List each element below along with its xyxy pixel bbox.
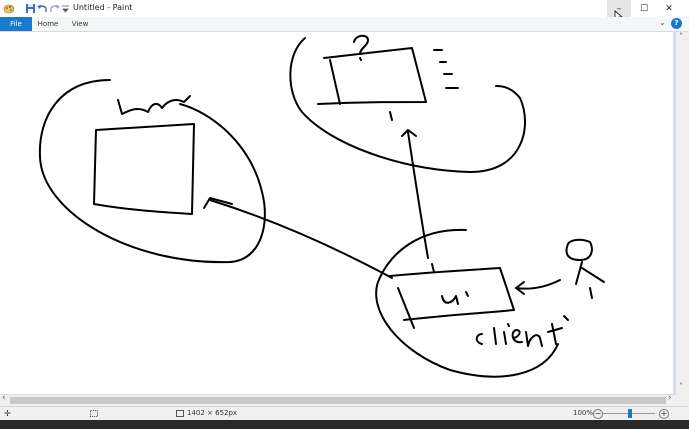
left-arrowhead <box>203 197 233 209</box>
close-button[interactable]: ✕ <box>657 0 681 17</box>
top-ellipse-stroke <box>289 37 526 173</box>
top-dashes <box>433 49 459 89</box>
customize-quick-access-icon[interactable] <box>59 2 72 15</box>
horizontal-scroll-thumb[interactable] <box>10 397 666 404</box>
client-top-tick <box>431 263 435 273</box>
scroll-left-icon[interactable]: ‹ <box>2 393 6 403</box>
title-bar: Untitled - Paint – ☐ ✕ <box>0 0 689 22</box>
maximize-button[interactable]: ☐ <box>632 0 656 17</box>
scroll-up-icon[interactable]: ˄ <box>679 32 683 41</box>
top-box-left-stroke <box>329 59 341 105</box>
vertical-arrowhead <box>401 129 417 137</box>
ui-scribble <box>441 291 469 305</box>
ribbon-tabs: File Home View ⌄ ? <box>0 17 689 32</box>
help-icon[interactable]: ? <box>671 18 682 29</box>
close-icon: ✕ <box>665 3 673 14</box>
top-box-stroke <box>317 47 427 105</box>
minimize-icon: – <box>616 3 622 14</box>
zoom-out-button[interactable]: − <box>593 409 603 419</box>
canvas-size-icon <box>176 410 184 417</box>
paint-app-icon <box>3 4 15 14</box>
zoom-slider-thumb[interactable] <box>628 409 632 418</box>
scroll-right-icon[interactable]: › <box>668 393 672 403</box>
left-label-scribble <box>117 95 191 115</box>
canvas-size-text: 1402 × 652px <box>187 409 238 417</box>
top-question-dot <box>359 57 362 61</box>
client-ellipse-stroke <box>375 228 559 378</box>
zoom-in-button[interactable]: + <box>659 409 669 419</box>
hand-drawn-sketch <box>38 34 605 378</box>
undo-icon[interactable] <box>36 2 49 15</box>
vertical-scrollbar[interactable]: ˄ ˅ <box>676 32 689 395</box>
tab-view[interactable]: View <box>71 20 89 28</box>
zoom-level: 100% <box>573 409 594 417</box>
redo-icon[interactable] <box>48 2 61 15</box>
person-head <box>565 238 593 261</box>
person-body <box>575 261 605 299</box>
status-bar: ✛ 1402 × 652px 100% − + <box>0 406 689 420</box>
window-title: Untitled - Paint <box>73 3 133 12</box>
client-text-scribble <box>475 315 569 347</box>
client-box-left-stroke <box>397 287 415 329</box>
tab-file[interactable]: File <box>0 17 32 31</box>
top-tick <box>389 111 393 121</box>
horizontal-scrollbar[interactable]: ‹ › <box>0 393 676 406</box>
taskbar-edge <box>0 420 689 429</box>
scrollbar-corner <box>676 395 689 406</box>
client-box-stroke <box>389 267 515 321</box>
left-arrow-line <box>209 199 393 279</box>
top-question-scribble <box>353 34 369 55</box>
minimize-button[interactable]: – <box>607 0 631 17</box>
cursor-position-icon: ✛ <box>4 409 11 418</box>
person-arrowhead <box>515 281 525 295</box>
selection-size-icon <box>90 410 98 417</box>
scroll-down-icon[interactable]: ˅ <box>679 382 683 391</box>
vertical-arrow-line <box>407 131 429 259</box>
tab-home[interactable]: Home <box>37 20 59 28</box>
left-box-stroke <box>93 123 195 215</box>
left-ellipse-stroke <box>38 79 266 264</box>
maximize-icon: ☐ <box>639 3 649 14</box>
save-icon[interactable] <box>24 2 37 15</box>
collapse-ribbon-icon[interactable]: ⌄ <box>659 18 666 27</box>
person-arrow-line <box>515 279 561 290</box>
